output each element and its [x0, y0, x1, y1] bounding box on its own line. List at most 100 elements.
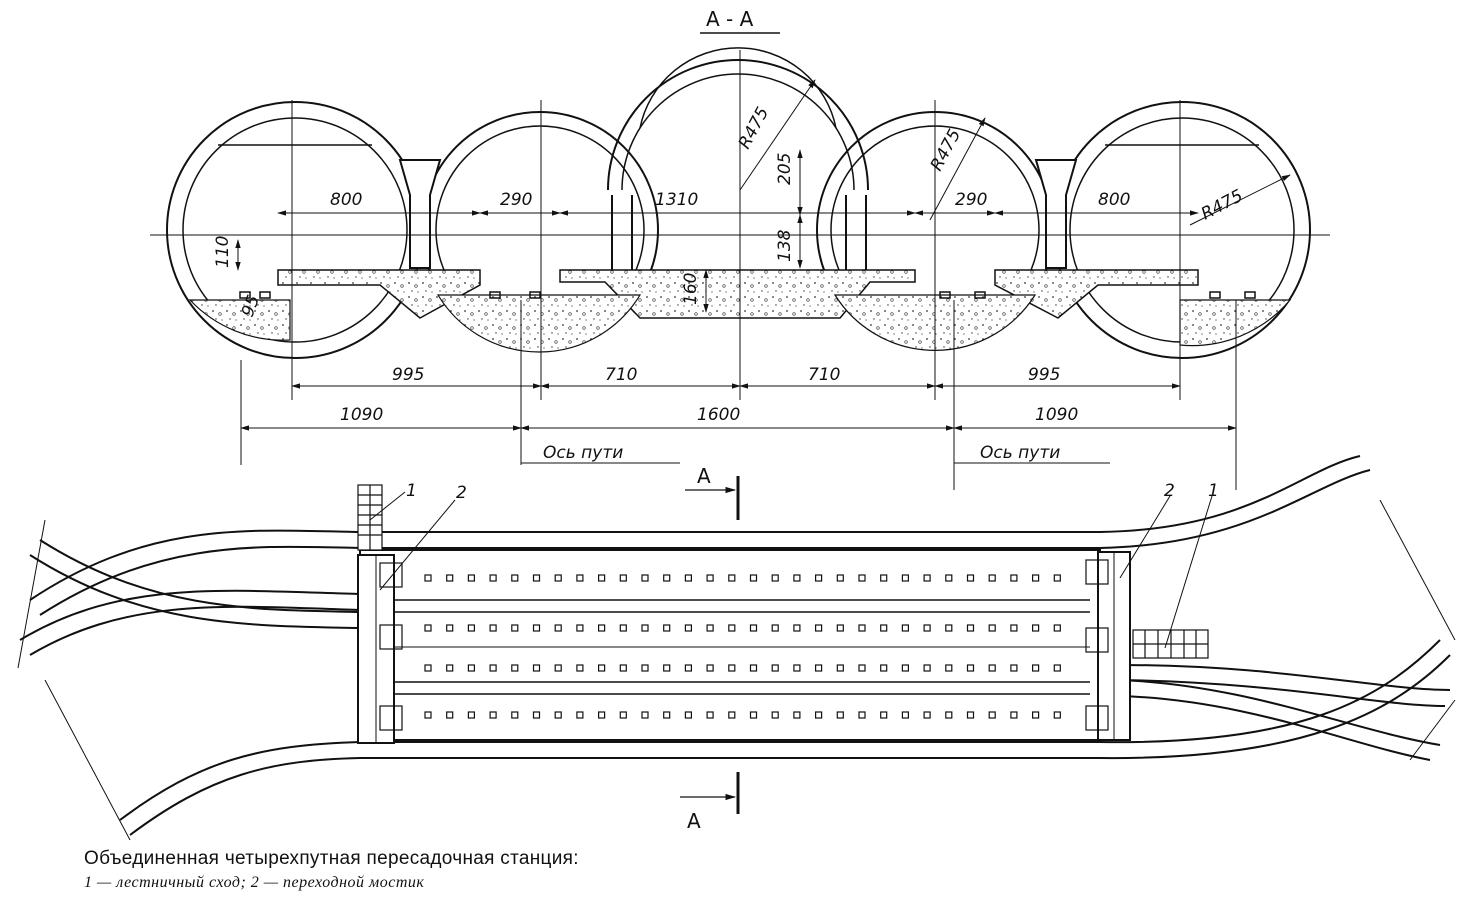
column-square: [901, 624, 910, 632]
column-square: [511, 574, 519, 582]
bridge-stairs: [379, 559, 1109, 731]
platform-columns: [424, 574, 1061, 719]
track-crossing-right: [1119, 664, 1451, 761]
column-square: [793, 711, 801, 719]
bottom-dimensions: [240, 383, 1237, 464]
axis-label-right: Ось пути: [980, 443, 1060, 463]
column-square: [619, 624, 627, 632]
column-square: [880, 624, 888, 632]
dim-800-left: 800: [330, 190, 362, 210]
column-square: [945, 664, 953, 672]
column-square: [728, 664, 736, 672]
dim-1090-left: 1090: [340, 405, 383, 425]
column-square: [511, 711, 519, 719]
column-square: [771, 664, 779, 672]
column-square: [641, 624, 649, 632]
column-square: [988, 624, 996, 632]
plan-view: А А: [17, 455, 1456, 841]
column-square: [554, 624, 562, 632]
column-square: [576, 574, 584, 582]
dim-160: 160: [681, 273, 701, 305]
column-square: [749, 664, 758, 672]
column-square: [619, 664, 627, 672]
column-square: [880, 574, 888, 582]
column-square: [966, 711, 975, 719]
column-square: [858, 711, 866, 719]
column-square: [1031, 624, 1040, 632]
column-square: [532, 664, 541, 672]
rails: [239, 291, 1256, 299]
column-square: [554, 711, 562, 719]
column-square: [511, 664, 519, 672]
column-square: [771, 624, 779, 632]
column-square: [966, 574, 975, 582]
dim-710-left: 710: [605, 365, 637, 385]
dim-205: 205: [775, 153, 795, 185]
cut-label-top: А: [697, 464, 711, 488]
column-square: [684, 664, 693, 672]
column-square: [424, 624, 432, 632]
column-square: [467, 664, 475, 672]
section-cut-bottom: А: [680, 772, 740, 833]
column-square: [619, 574, 627, 582]
column-square: [532, 574, 541, 582]
platform-slab: [188, 269, 1292, 353]
column-square: [901, 664, 910, 672]
column-square: [663, 624, 671, 632]
column-square: [901, 711, 910, 719]
column-square: [467, 624, 475, 632]
dim-r475-center: R475: [735, 104, 773, 152]
top-dimensions: [235, 50, 1291, 400]
column-square: [988, 574, 996, 582]
column-square: [793, 624, 801, 632]
column-square: [597, 624, 606, 632]
column-square: [706, 711, 714, 719]
column-square: [749, 711, 758, 719]
label-stair-right: 1: [1208, 481, 1219, 501]
column-square: [576, 664, 584, 672]
legend-bridge: 2 — переходной мостик: [250, 874, 425, 891]
column-square: [684, 711, 693, 719]
column-square: [446, 574, 454, 582]
column-square: [554, 664, 562, 672]
caption-title: Объединенная четырехпутная пересадочная …: [84, 848, 579, 869]
column-square: [641, 664, 649, 672]
dim-710-right: 710: [808, 365, 840, 385]
column-square: [923, 664, 931, 672]
column-square: [1053, 664, 1061, 672]
column-square: [1010, 574, 1018, 582]
column-square: [923, 711, 931, 719]
column-square: [684, 574, 693, 582]
column-square: [446, 624, 454, 632]
dim-800-right: 800: [1098, 190, 1130, 210]
column-square: [576, 624, 584, 632]
column-square: [597, 711, 606, 719]
section-title: А - А: [706, 7, 754, 31]
dim-1310: 1310: [655, 190, 698, 210]
label-bridge-right: 2: [1164, 481, 1175, 501]
dim-995-left: 995: [392, 365, 424, 385]
column-square: [988, 664, 996, 672]
column-square: [1053, 574, 1061, 582]
axis-label-left: Ось пути: [543, 443, 623, 463]
column-square: [1031, 664, 1040, 672]
dim-110: 110: [213, 236, 233, 268]
dim-290-left: 290: [500, 190, 532, 210]
column-square: [1031, 574, 1040, 582]
column-square: [641, 574, 649, 582]
column-square: [728, 711, 736, 719]
dim-1600: 1600: [697, 405, 740, 425]
column-right: [1034, 159, 1078, 269]
column-square: [814, 664, 823, 672]
column-square: [446, 664, 454, 672]
column-square: [836, 664, 844, 672]
column-square: [945, 574, 953, 582]
label-bridge-left: 2: [456, 483, 467, 503]
column-square: [814, 574, 823, 582]
tunnel-center-vault: [607, 47, 869, 270]
column-square: [424, 664, 432, 672]
column-square: [467, 574, 475, 582]
column-square: [945, 624, 953, 632]
column-square: [424, 711, 432, 719]
column-square: [511, 624, 519, 632]
